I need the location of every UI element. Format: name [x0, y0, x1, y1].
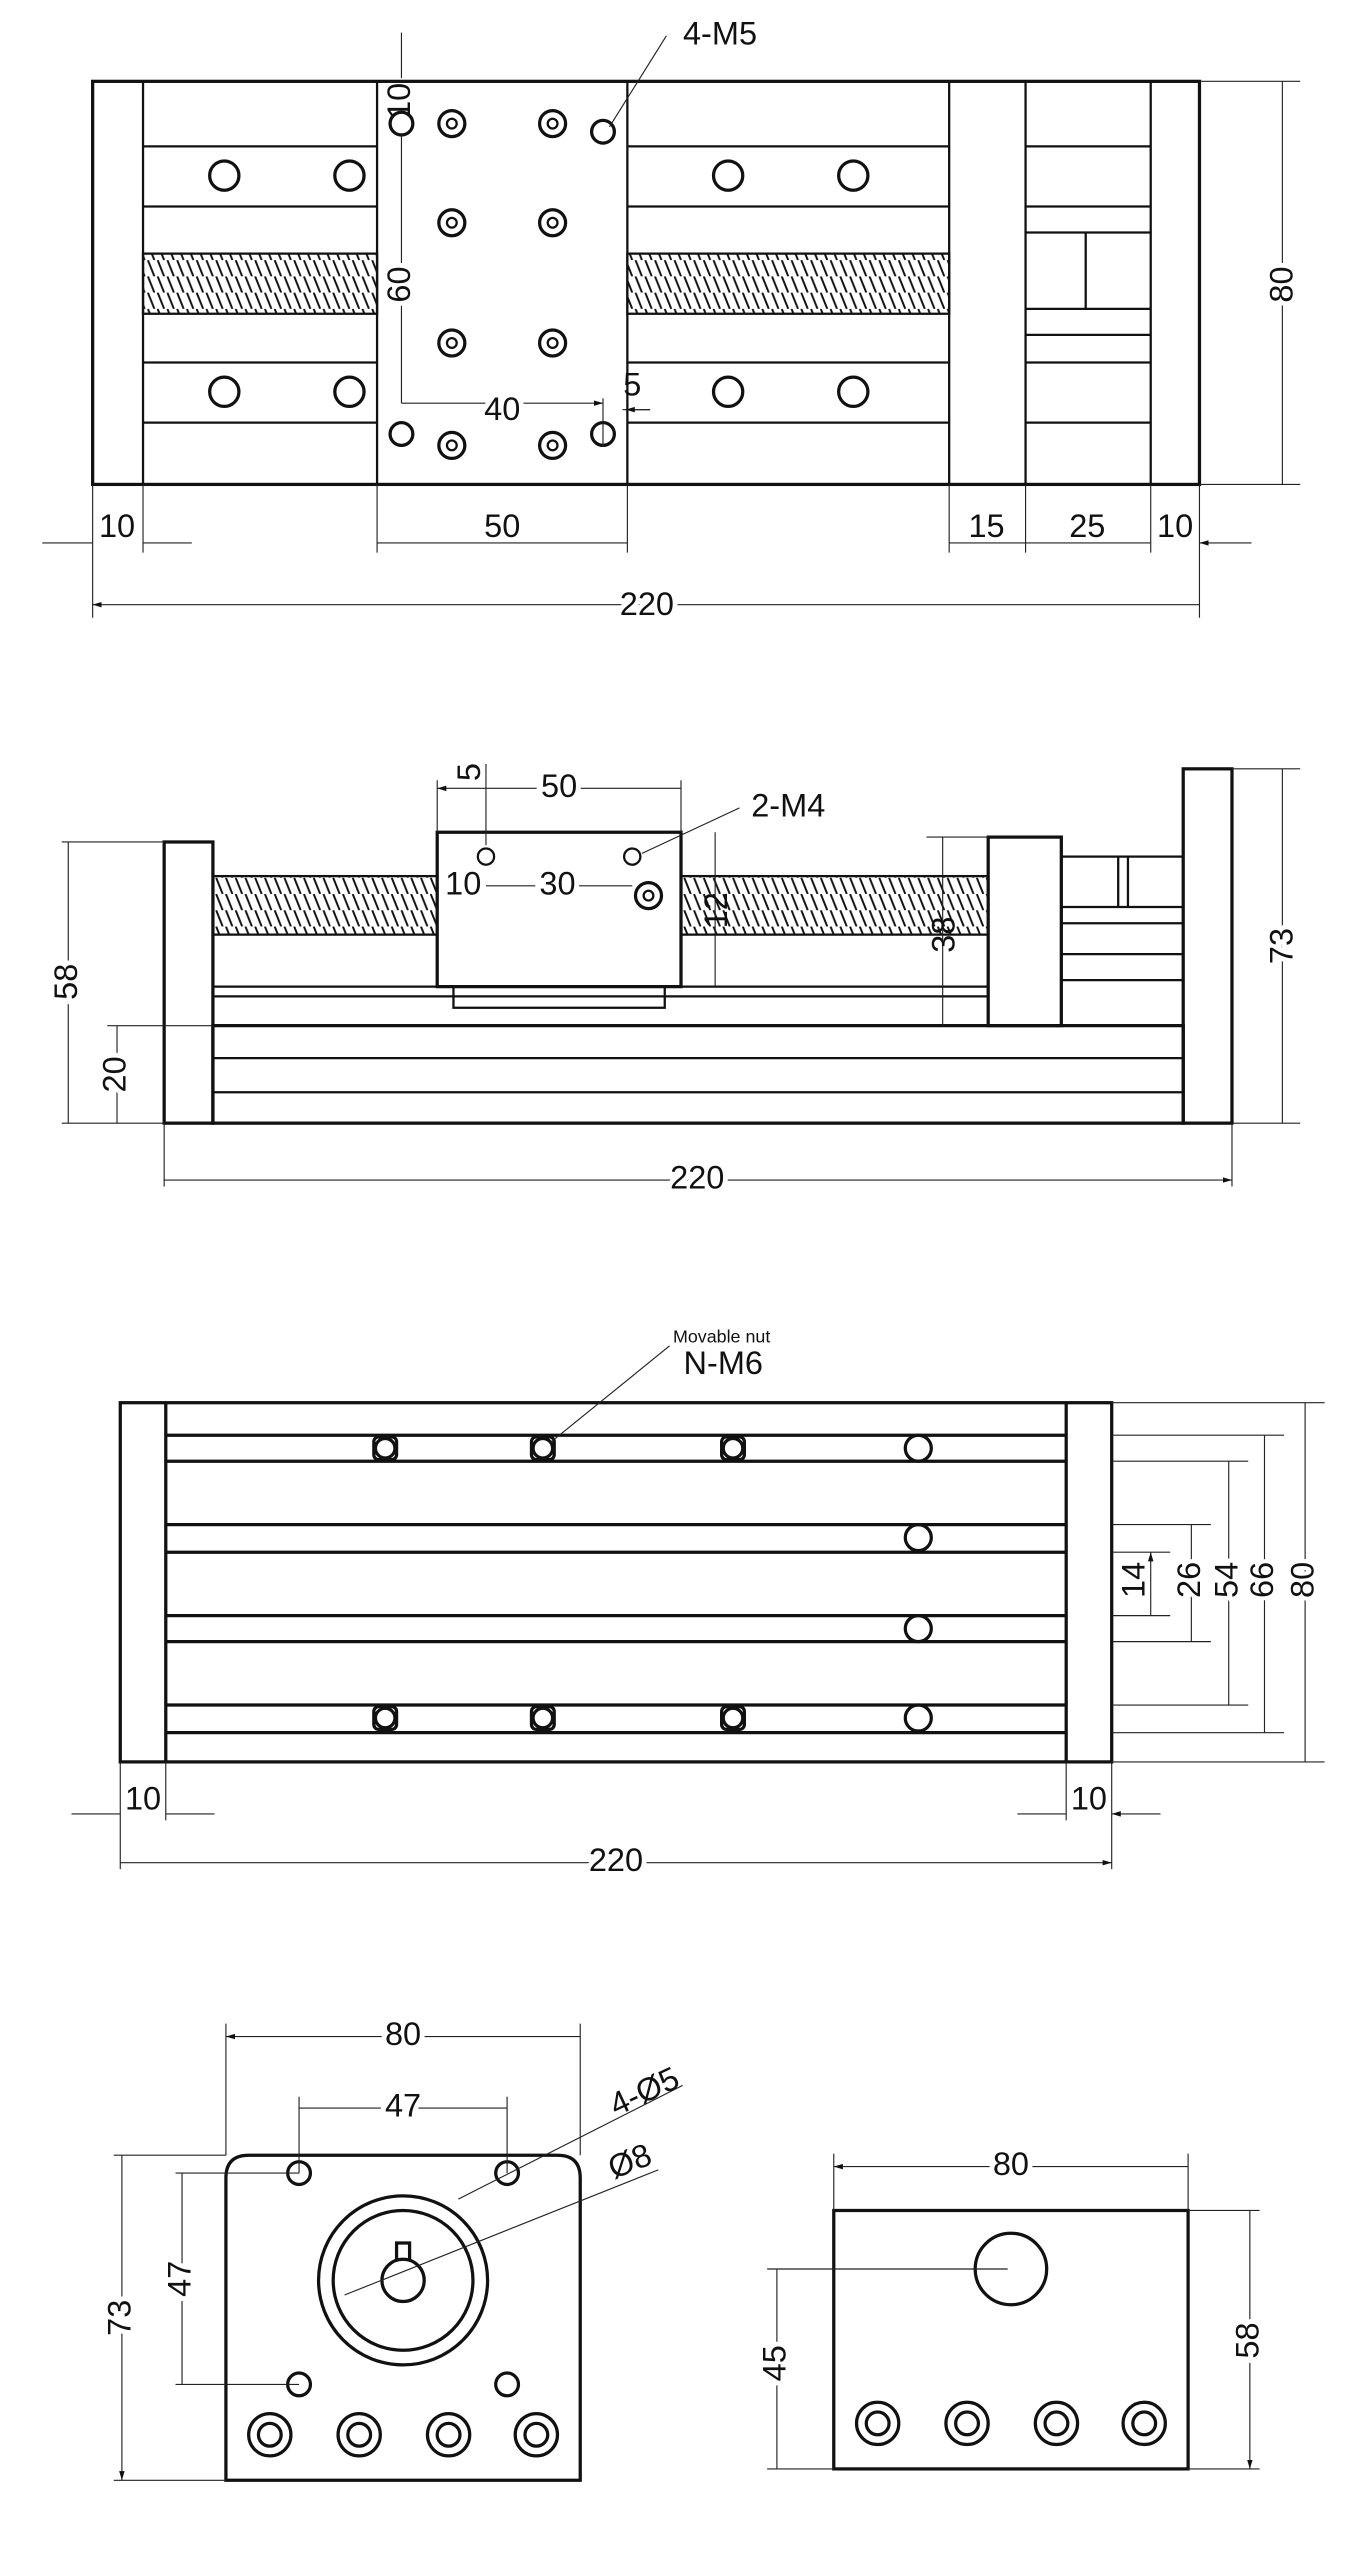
dim-label: 10	[1157, 508, 1193, 544]
dim-label: 73	[1264, 928, 1300, 964]
dim-label: 38	[926, 917, 962, 953]
dim-label: 80	[385, 2016, 421, 2052]
dim-label: 80	[1285, 1562, 1321, 1598]
dim-label: 45	[756, 2345, 792, 2381]
dim-label: 60	[381, 266, 417, 302]
dim-label: 14	[1116, 1562, 1152, 1598]
dim-label: 40	[484, 391, 520, 427]
dim-label: 10	[445, 865, 481, 901]
movable-nut-note: Movable nut	[673, 1326, 770, 1346]
dim-label: 15	[968, 508, 1004, 544]
callout-n-m6: N-M6	[684, 1345, 763, 1381]
top-view: 4-M5 10 50 15 25 10 220 80 60 10 40 5	[42, 15, 1304, 627]
dim-label: 5	[623, 366, 641, 402]
dim-label: 25	[1069, 508, 1105, 544]
callout-4-m5: 4-M5	[683, 15, 757, 51]
dim-label: 80	[1264, 266, 1300, 302]
dim-label: 73	[101, 2300, 137, 2336]
dim-label: 10	[125, 1780, 161, 1816]
dim-label: 10	[99, 508, 135, 544]
callout-2-m4: 2-M4	[751, 787, 825, 823]
dim-label: 58	[1229, 2322, 1265, 2358]
dim-label: 54	[1208, 1562, 1244, 1598]
dim-label: 50	[541, 768, 577, 804]
dim-label: 26	[1171, 1562, 1207, 1598]
dim-label: 220	[589, 1842, 643, 1878]
dim-label: 47	[385, 2088, 421, 2124]
dim-label: 220	[670, 1160, 724, 1196]
dim-label: 5	[451, 763, 487, 781]
dim-label: 66	[1244, 1562, 1280, 1598]
dim-label: 12	[698, 892, 734, 928]
idle-end-view: 80 45 58	[752, 2141, 1270, 2469]
motor-end-view: 80 47 4-Ø5 Ø8 47 73	[97, 2011, 685, 2480]
dim-label: 10	[1071, 1780, 1107, 1816]
callout-d8: Ø8	[603, 2136, 657, 2186]
side-view: 50 5 2-M4 10 30 12 38 58 20 73 220	[43, 763, 1304, 1200]
dim-label: 20	[97, 1056, 133, 1092]
bottom-view: Movable nut N-M6 14 26 54 66 80 10 10 22…	[71, 1326, 1325, 1883]
dim-label: 47	[162, 2261, 198, 2297]
dim-label: 30	[539, 865, 575, 901]
dim-label: 80	[993, 2146, 1029, 2182]
dim-label: 220	[620, 586, 674, 622]
dim-label: 58	[48, 964, 84, 1000]
dim-label: 10	[381, 83, 417, 119]
dim-label: 50	[484, 508, 520, 544]
callout-4-d5: 4-Ø5	[604, 2060, 685, 2123]
